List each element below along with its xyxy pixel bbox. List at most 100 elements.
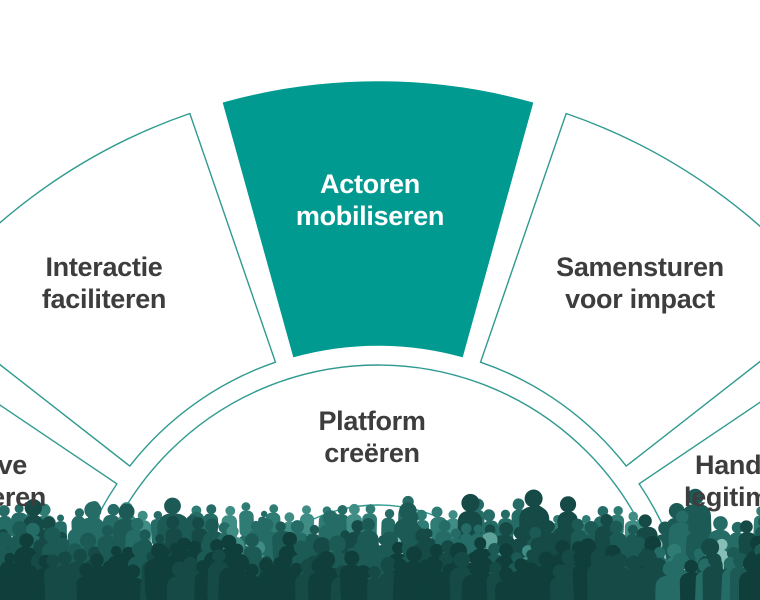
person-head xyxy=(460,523,472,534)
person-head xyxy=(73,548,87,563)
person-head xyxy=(241,502,251,512)
person-head xyxy=(24,498,43,517)
person-head xyxy=(44,527,61,544)
person-head xyxy=(684,559,698,574)
person-head xyxy=(245,563,259,577)
person-head xyxy=(57,514,65,522)
person-head xyxy=(708,553,722,567)
person-head xyxy=(131,542,147,558)
person-head xyxy=(573,549,590,566)
person-head xyxy=(571,518,584,531)
person-head xyxy=(475,556,493,575)
person-head xyxy=(57,551,72,566)
person-head xyxy=(101,525,114,537)
segment-samensturen-voor-impact-wedge xyxy=(479,112,760,468)
person-head xyxy=(499,522,514,536)
person-head xyxy=(612,553,628,569)
person-head xyxy=(408,523,420,535)
person-head xyxy=(188,540,202,555)
person-head xyxy=(115,553,129,567)
person-body xyxy=(702,565,726,600)
person-head xyxy=(355,565,371,581)
person-head xyxy=(12,521,28,537)
person-head xyxy=(226,525,239,538)
person-head xyxy=(260,510,268,518)
person-head xyxy=(107,503,120,516)
person-head xyxy=(474,537,487,550)
crowd-photo xyxy=(0,488,760,600)
person-head xyxy=(261,518,274,531)
person-body xyxy=(239,510,255,538)
person-head xyxy=(524,489,543,508)
person-head xyxy=(23,565,38,580)
person-head xyxy=(419,559,434,574)
person-head xyxy=(353,541,367,555)
person-head xyxy=(595,534,611,550)
person-head xyxy=(322,510,338,526)
person-head xyxy=(46,554,60,568)
person-head xyxy=(368,542,381,556)
person-head xyxy=(348,503,360,515)
person-head xyxy=(638,514,652,528)
person-head xyxy=(473,524,483,534)
person-head xyxy=(512,498,525,511)
crowd-person xyxy=(748,553,760,600)
person-head xyxy=(282,531,297,547)
person-head xyxy=(406,546,422,563)
person-head xyxy=(631,536,646,551)
person-head xyxy=(651,557,667,573)
person-head xyxy=(139,529,151,541)
person-head xyxy=(71,515,86,530)
person-head xyxy=(130,517,144,531)
person-head xyxy=(461,493,480,513)
person-head xyxy=(14,504,24,514)
person-head xyxy=(212,549,226,563)
person-head xyxy=(250,520,262,532)
person-head xyxy=(538,551,555,568)
person-head xyxy=(499,567,514,582)
person-head xyxy=(155,534,165,543)
person-head xyxy=(151,543,167,559)
person-head xyxy=(0,505,10,517)
person-head xyxy=(284,512,295,523)
person-head xyxy=(119,521,131,533)
person-head xyxy=(328,535,346,553)
person-head xyxy=(244,533,259,548)
person-head xyxy=(527,505,546,523)
person-head xyxy=(609,520,623,534)
person-head xyxy=(658,521,672,536)
person-head xyxy=(626,555,642,572)
person-body xyxy=(748,567,760,600)
person-head xyxy=(337,504,348,515)
person-head xyxy=(628,511,639,522)
person-head xyxy=(584,520,599,535)
person-head xyxy=(200,539,214,553)
person-head xyxy=(529,526,542,539)
person-head xyxy=(483,509,496,522)
person-head xyxy=(26,522,40,537)
person-head xyxy=(613,505,623,516)
person-head xyxy=(557,515,571,528)
person-head xyxy=(653,546,666,559)
person-head xyxy=(153,510,163,520)
person-head xyxy=(79,532,97,549)
person-head xyxy=(84,501,102,519)
crowd-person xyxy=(239,502,255,538)
person-head xyxy=(344,550,360,566)
person-head xyxy=(688,522,700,534)
person-head xyxy=(210,539,224,553)
person-head xyxy=(415,528,431,544)
person-head xyxy=(313,537,331,555)
person-head xyxy=(542,520,555,533)
person-head xyxy=(384,509,395,519)
crowd-person xyxy=(120,564,146,600)
inner-circle-outline xyxy=(234,504,522,600)
person-head xyxy=(309,524,320,535)
segment-interactie-faciliteren-wedge xyxy=(0,112,277,468)
person-head xyxy=(438,520,451,532)
person-head xyxy=(110,545,122,557)
person-head xyxy=(42,516,56,530)
person-head xyxy=(489,561,502,575)
person-head xyxy=(196,560,210,574)
